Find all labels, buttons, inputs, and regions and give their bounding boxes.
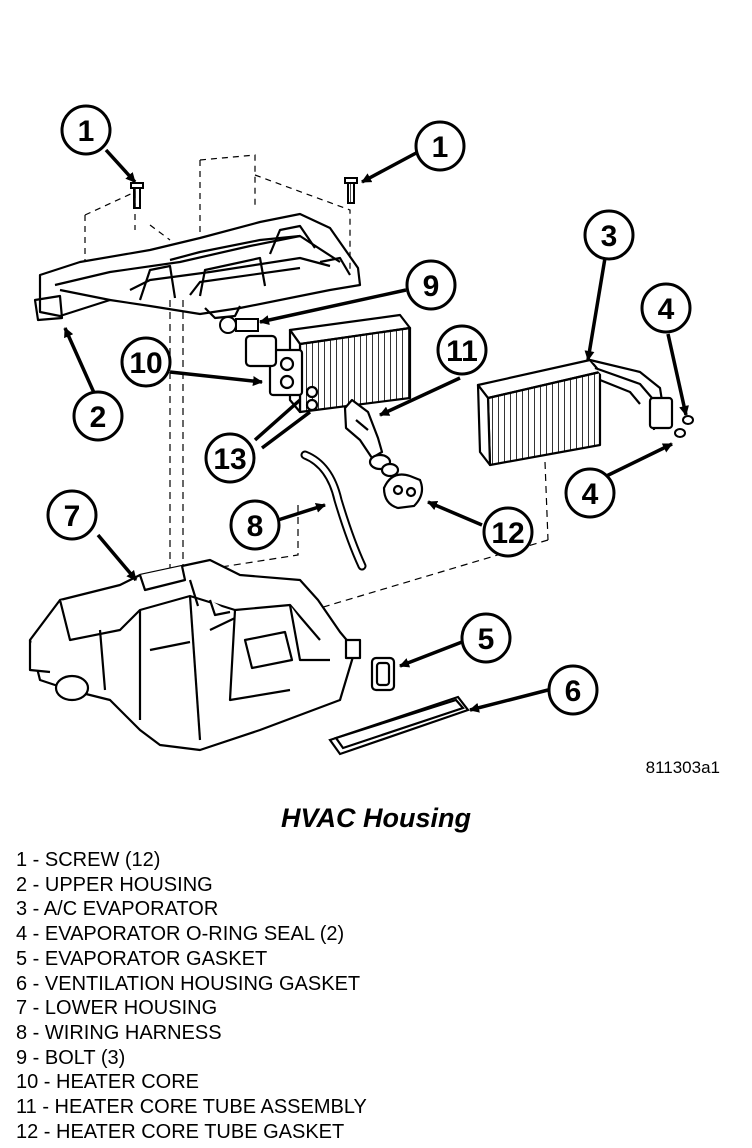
ac-evaporator (476, 358, 674, 467)
screw-right (344, 177, 358, 204)
legend-item: 4 - EVAPORATOR O-RING SEAL (2) (16, 923, 345, 946)
svg-text:5: 5 (478, 623, 495, 656)
legend-item: 9 - BOLT (3) (16, 1046, 126, 1069)
figure-reference-code: 811303a1 (645, 758, 720, 777)
legend-item: 12 - HEATER CORE TUBE GASKET (16, 1120, 345, 1143)
evaporator-gasket (370, 656, 396, 692)
legend-item: 3 - A/C EVAPORATOR (16, 898, 219, 921)
svg-text:1: 1 (432, 131, 449, 164)
heater-core-tube-gasket (382, 473, 424, 510)
legend-item: 10 - HEATER CORE (16, 1071, 199, 1094)
svg-text:4: 4 (658, 293, 675, 326)
callout-13: 13 (204, 432, 256, 484)
callout-5: 5 (460, 612, 512, 664)
legend-item: 8 - WIRING HARNESS (16, 1021, 222, 1044)
callout-3: 3 (583, 209, 635, 261)
svg-text:12: 12 (491, 517, 524, 550)
callout-12: 12 (482, 506, 534, 558)
callout-10: 10 (120, 336, 172, 388)
legend-item: 6 - VENTILATION HOUSING GASKET (16, 972, 361, 995)
callout-9: 9 (405, 259, 457, 311)
callout-2: 2 (72, 390, 124, 442)
svg-text:10: 10 (129, 347, 162, 380)
svg-text:2: 2 (90, 401, 107, 434)
callout-1a: 1 (60, 104, 112, 156)
svg-text:11: 11 (446, 335, 478, 368)
legend-item: 2 - UPPER HOUSING (16, 873, 213, 896)
callout-6: 6 (547, 664, 599, 716)
svg-text:8: 8 (247, 510, 264, 543)
legend-item: 5 - EVAPORATOR GASKET (16, 947, 268, 970)
figure-title: HVAC Housing (281, 803, 471, 833)
callout-7: 7 (46, 489, 98, 541)
svg-text:6: 6 (565, 675, 582, 708)
callout-8: 8 (229, 499, 281, 551)
svg-text:1: 1 (78, 115, 95, 148)
evaporator-o-ring-seals (674, 415, 694, 438)
svg-text:4: 4 (582, 478, 599, 511)
svg-text:13: 13 (213, 443, 246, 476)
legend-item: 7 - LOWER HOUSING (16, 997, 218, 1020)
svg-text:7: 7 (64, 500, 81, 533)
svg-text:9: 9 (423, 270, 440, 303)
legend-item: 1 - SCREW (12) (16, 849, 161, 871)
heater-core (244, 313, 412, 414)
wiring-harness (300, 450, 367, 571)
callout-4b: 4 (564, 467, 616, 519)
heater-core-tube-assembly (343, 398, 400, 478)
callout-1b: 1 (414, 120, 466, 172)
bolt (219, 316, 259, 334)
lower-housing (28, 558, 362, 752)
ventilation-housing-gasket (328, 695, 470, 756)
parts-legend: 1 - SCREW (12) 2 - UPPER HOUSING 3 - A/C… (16, 848, 367, 1144)
upper-housing (33, 212, 362, 322)
callout-4a: 4 (640, 282, 692, 334)
screw-left (130, 182, 144, 209)
callout-11: 11 (436, 324, 488, 376)
hvac-exploded-diagram: 1 1 2 3 4 4 5 6 7 8 9 10 (28, 104, 694, 756)
leader-line-13 (253, 398, 312, 450)
svg-text:3: 3 (601, 220, 618, 253)
legend-item: 11 - HEATER CORE TUBE ASSEMBLY (16, 1096, 367, 1119)
